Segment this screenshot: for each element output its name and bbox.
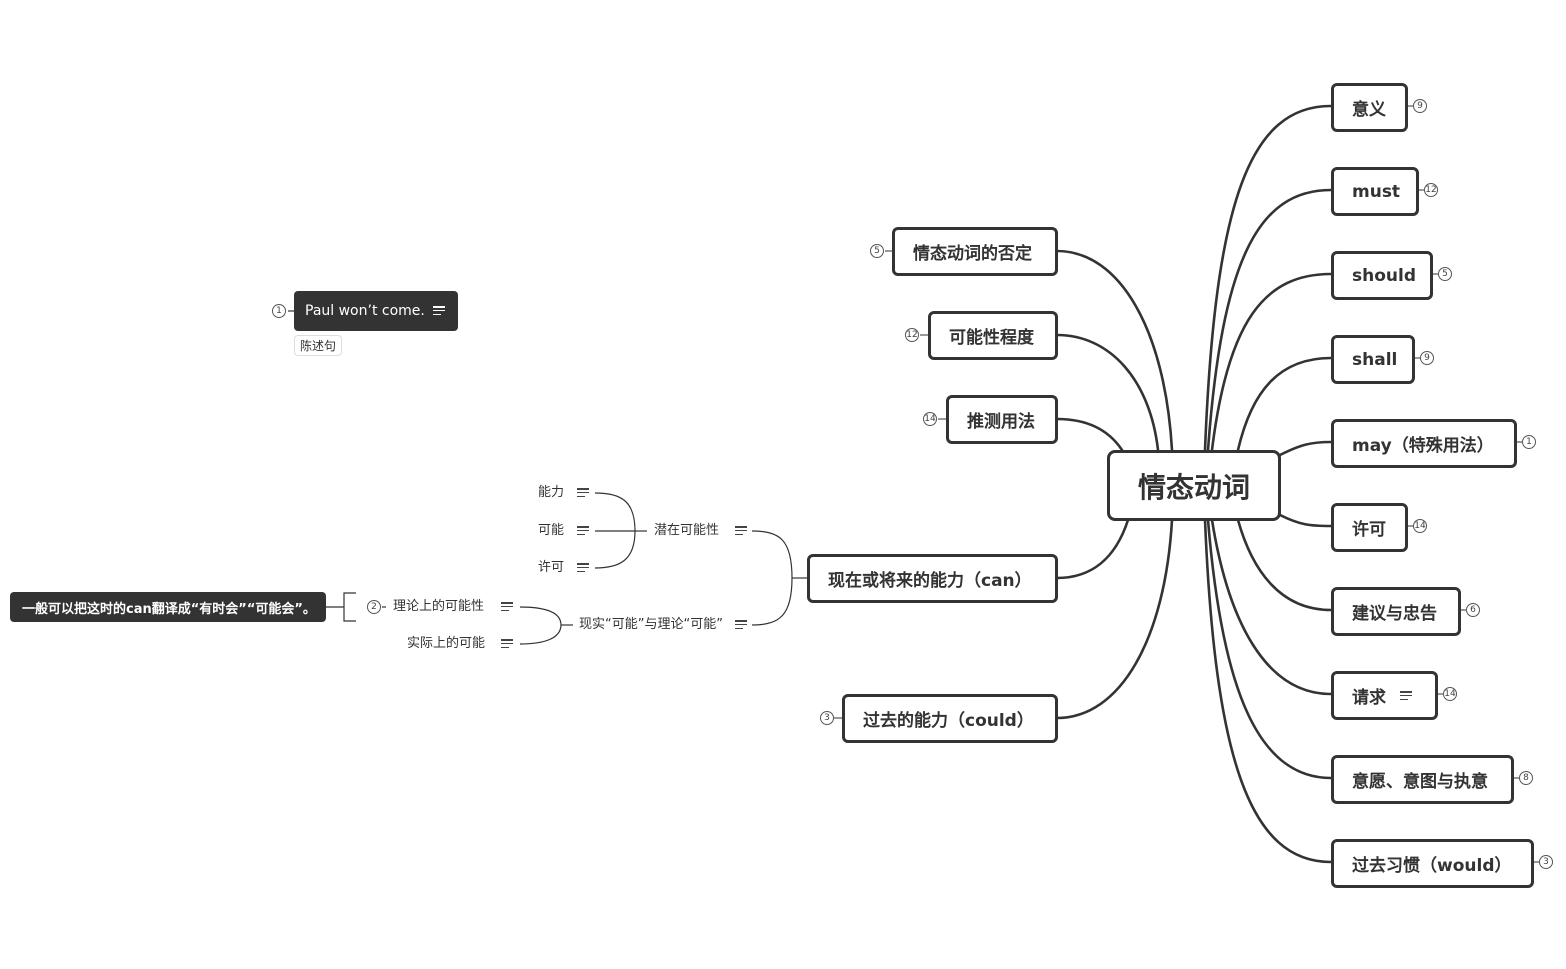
collapsed-count-badge[interactable]: 12 [905,328,919,342]
collapsed-count-badge[interactable]: 1 [1522,435,1536,449]
central-topic-label: 情态动词 [1137,470,1250,504]
leaf-possibility[interactable]: 可能 [538,523,564,539]
topic-label: 意愿、意图与执意 [1352,772,1488,792]
collapsed-count-badge[interactable]: 1 [272,304,286,318]
topic-label: may（特殊用法） [1352,436,1494,456]
collapsed-count-badge[interactable]: 14 [1413,519,1427,533]
summary-callout[interactable]: 一般可以把这时的can翻译成“有时会”“可能会”。 [10,592,326,622]
collapsed-count-badge[interactable]: 6 [1466,603,1480,617]
subtopic-latent-possibility[interactable]: 潜在可能性 [654,523,719,539]
collapsed-count-badge[interactable]: 14 [923,412,937,426]
topic-negation[interactable]: 情态动词的否定 [892,227,1058,276]
collapsed-count-badge[interactable]: 2 [367,600,381,614]
leaf-label: 许可 [538,560,565,575]
topic-must[interactable]: must [1331,167,1419,216]
subtopic-label: 潜在可能性 [654,523,720,538]
notes-icon[interactable] [735,526,747,536]
topic-shall[interactable]: shall [1331,335,1415,384]
collapsed-count-badge[interactable]: 5 [1438,267,1452,281]
topic-meaning[interactable]: 意义 [1331,83,1408,132]
topic-label: 建议与忠告 [1352,604,1437,624]
topic-label: 过去习惯（would） [1352,856,1512,876]
topic-label: 许可 [1352,520,1386,540]
notes-icon[interactable] [577,526,589,536]
topic-advice[interactable]: 建议与忠告 [1331,587,1461,636]
topic-label: 过去的能力（could） [863,711,1034,731]
collapsed-count-badge[interactable]: 3 [1539,855,1553,869]
topic-past-habit[interactable]: 过去习惯（would） [1331,839,1534,888]
leaf-ability[interactable]: 能力 [538,485,564,501]
topic-label-tag[interactable]: 陈述句 [294,335,343,356]
central-topic[interactable]: 情态动词 [1107,450,1281,521]
topic-label: must [1352,181,1401,202]
collapsed-count-badge[interactable]: 14 [1443,687,1457,701]
notes-icon[interactable] [501,639,513,649]
notes-icon[interactable] [501,602,513,612]
tag-text: 陈述句 [300,339,337,353]
collapsed-count-badge[interactable]: 8 [1519,771,1533,785]
topic-label: 情态动词的否定 [913,244,1032,264]
leaf-theoretical-possibility[interactable]: 理论上的可能性 [393,599,484,615]
leaf-label: 能力 [538,485,565,500]
subtopic-reality-vs-theory[interactable]: 现实“可能”与理论“可能” [579,617,723,633]
subtopic-label: 现实“可能”与理论“可能” [579,617,723,632]
topic-label: 推测用法 [967,412,1035,432]
notes-icon[interactable] [433,306,445,316]
topic-label: 请求 [1352,688,1386,708]
leaf-label: 可能 [538,523,565,538]
topic-willingness[interactable]: 意愿、意图与执意 [1331,755,1514,804]
topic-should[interactable]: should [1331,251,1433,300]
topic-label: 意义 [1352,100,1386,120]
topic-label: should [1352,265,1416,286]
leaf-actual-possibility[interactable]: 实际上的可能 [407,636,485,652]
collapsed-count-badge[interactable]: 9 [1420,351,1434,365]
collapsed-count-badge[interactable]: 5 [870,244,884,258]
floating-topic[interactable]: Paul won’t come. [294,291,458,331]
topic-label: shall [1352,349,1398,370]
topic-could-ability[interactable]: 过去的能力（could） [842,694,1058,743]
topic-label: 现在或将来的能力（can） [828,571,1032,591]
collapsed-count-badge[interactable]: 9 [1413,99,1427,113]
topic-possibility-degree[interactable]: 可能性程度 [928,311,1058,360]
topic-request[interactable]: 请求 [1331,671,1438,720]
notes-icon[interactable] [577,488,589,498]
leaf-permission[interactable]: 许可 [538,560,564,576]
notes-icon[interactable] [735,620,747,630]
notes-icon[interactable] [577,563,589,573]
topic-label: 可能性程度 [949,328,1034,348]
leaf-label: 理论上的可能性 [393,599,485,614]
collapsed-count-badge[interactable]: 12 [1424,183,1438,197]
leaf-label: 实际上的可能 [407,636,486,651]
floating-topic-label: Paul won’t come. [305,303,425,319]
topic-speculation[interactable]: 推测用法 [946,395,1058,444]
notes-icon[interactable] [1400,691,1412,701]
collapsed-count-badge[interactable]: 3 [820,711,834,725]
topic-may-special[interactable]: may（特殊用法） [1331,419,1517,468]
topic-permission[interactable]: 许可 [1331,503,1408,552]
summary-text: 一般可以把这时的can翻译成“有时会”“可能会”。 [22,601,316,617]
topic-can-ability[interactable]: 现在或将来的能力（can） [807,554,1058,603]
